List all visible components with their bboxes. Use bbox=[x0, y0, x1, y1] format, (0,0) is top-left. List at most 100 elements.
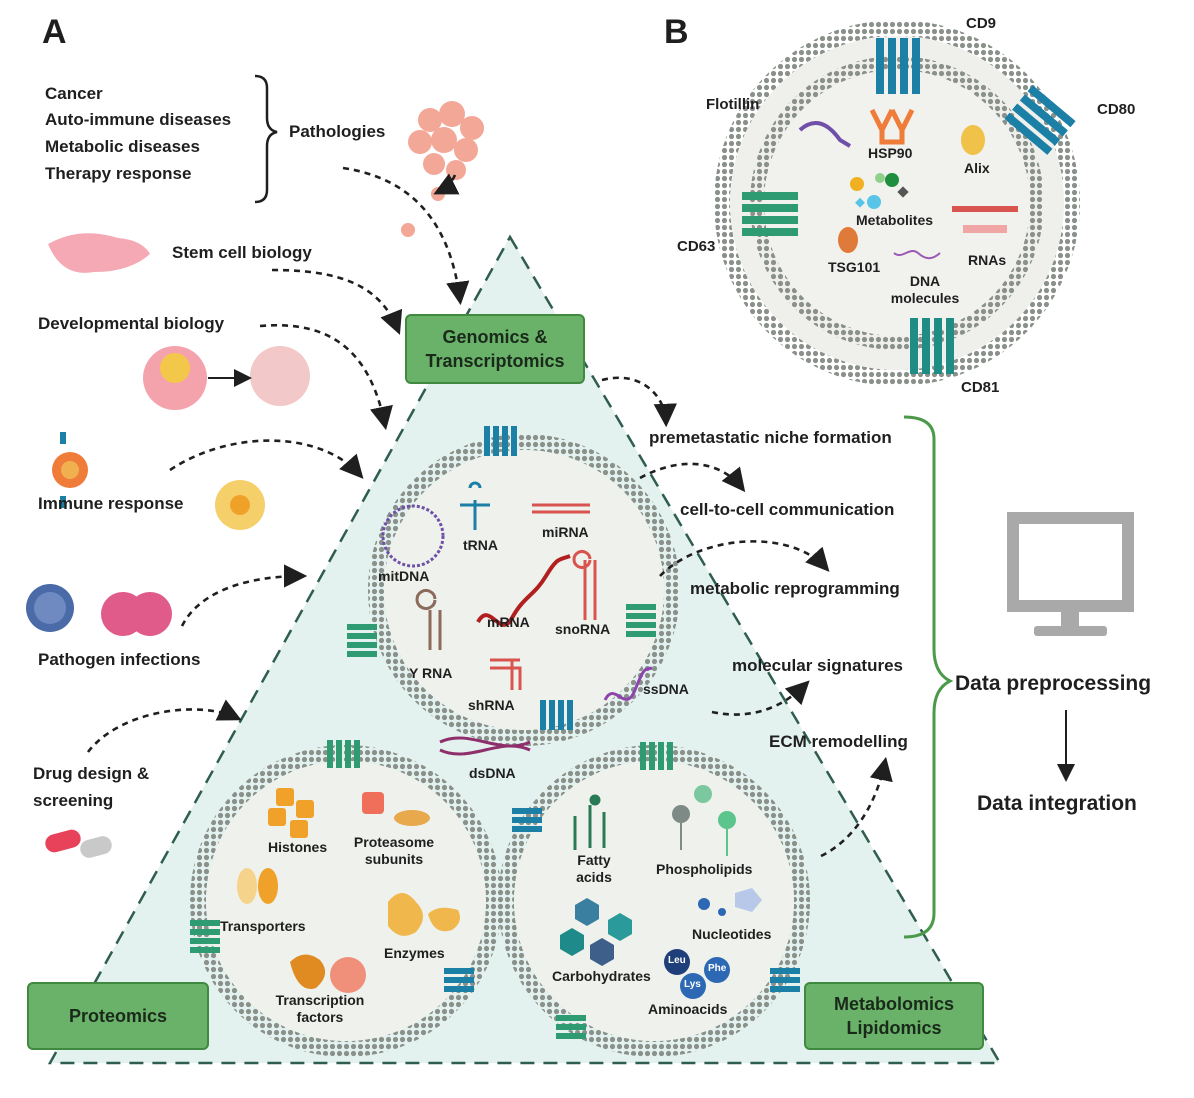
arrow-pathogen bbox=[180, 564, 308, 627]
transcription-factors-label: Transcription factors bbox=[268, 992, 372, 1026]
mitdna-label: mitDNA bbox=[378, 568, 430, 584]
arrow-tumor-metastasis bbox=[433, 173, 460, 195]
carbohydrates-label: Carbohydrates bbox=[552, 968, 651, 984]
dna-molecules-label: DNA molecules bbox=[890, 273, 960, 307]
cargo-b-icons bbox=[798, 108, 1018, 260]
outcome-communication: cell-to-cell communication bbox=[680, 500, 895, 519]
rnas-label: RNAs bbox=[968, 252, 1007, 268]
enzymes-icon bbox=[388, 893, 460, 936]
metabolomics-box: Metabolomics Lipidomics bbox=[804, 982, 984, 1050]
histones-label: Histones bbox=[268, 839, 328, 855]
lys-label: Lys bbox=[684, 979, 701, 990]
tumor-cells-icon bbox=[401, 101, 484, 237]
dendritic-cell-icon bbox=[215, 480, 265, 530]
arrow-drug bbox=[86, 699, 242, 753]
aminoacids-label: Aminoacids bbox=[648, 1001, 728, 1017]
protein-icons bbox=[237, 788, 460, 993]
vesicle-b bbox=[714, 20, 1080, 386]
dna-label-line2: molecules bbox=[890, 289, 960, 306]
arrow-premetastatic bbox=[601, 376, 678, 428]
pathogen-label: Pathogen infections bbox=[38, 650, 201, 669]
pathology-item: Cancer bbox=[45, 84, 103, 103]
bacteria-icon bbox=[101, 592, 172, 636]
fatty-acids-label: Fatty acids bbox=[568, 852, 620, 886]
embryo-icon bbox=[143, 346, 310, 410]
immune-label: Immune response bbox=[38, 494, 184, 513]
proteasome-icon bbox=[362, 792, 430, 826]
proteasome-label: Proteasome subunits bbox=[352, 834, 436, 868]
pathology-item: Metabolic diseases bbox=[45, 137, 200, 156]
arrow-stem-cell bbox=[271, 268, 403, 335]
fatty-label-line1: Fatty bbox=[577, 852, 611, 868]
tsg101-label: TSG101 bbox=[828, 259, 881, 275]
mrna-label: mRNA bbox=[487, 614, 530, 630]
ssdna-label: ssDNA bbox=[643, 681, 689, 697]
proteasome-label-line2: subunits bbox=[364, 850, 424, 867]
cd9-label: CD9 bbox=[966, 15, 997, 32]
flotillin-label: Flotillin bbox=[706, 96, 760, 113]
rnas-icon bbox=[952, 206, 1018, 233]
arrow-signatures bbox=[711, 680, 810, 716]
flotillin-icon bbox=[798, 120, 852, 148]
alix-label: Alix bbox=[964, 160, 990, 176]
pathology-item: Auto-immune diseases bbox=[45, 110, 232, 129]
metabolite-icons bbox=[560, 785, 762, 999]
panel-label-b: B bbox=[664, 13, 689, 51]
outcome-ecm: ECM remodelling bbox=[769, 732, 908, 751]
developmental-label: Developmental biology bbox=[38, 314, 225, 333]
computer-icon bbox=[1007, 512, 1134, 636]
fatty-acids-icon bbox=[573, 794, 606, 850]
data-preprocessing-label: Data preprocessing bbox=[955, 672, 1152, 695]
shrna-icon bbox=[490, 658, 522, 690]
dna-molecules-icon bbox=[893, 250, 941, 260]
phe-label: Phe bbox=[708, 963, 727, 974]
tetraspanin-icon bbox=[190, 38, 1076, 1039]
snorna-label: snoRNA bbox=[555, 621, 611, 637]
arrow-metabolic bbox=[659, 540, 830, 577]
arrow-communication bbox=[639, 462, 746, 493]
pathologies-brace bbox=[254, 74, 278, 204]
pills-icon bbox=[45, 829, 112, 858]
tsg101-icon bbox=[838, 227, 858, 253]
genomics-box: Genomics & Transcriptomics bbox=[405, 314, 585, 384]
snorna-icon bbox=[572, 550, 597, 620]
proteasome-label-line1: Proteasome bbox=[353, 834, 435, 850]
immune-cell-icon bbox=[52, 432, 88, 508]
arrow-developmental bbox=[259, 323, 393, 431]
nucleotides-icon bbox=[698, 888, 762, 916]
dsdna-icon bbox=[439, 736, 531, 756]
nucleotides-label: Nucleotides bbox=[692, 926, 772, 942]
metabolomics-label-line2: Lipidomics bbox=[846, 1018, 942, 1038]
arrow-immune bbox=[169, 439, 364, 479]
arrow-ecm bbox=[820, 756, 893, 858]
drug-label-line1: Drug design & bbox=[33, 764, 150, 783]
mirna-icon bbox=[532, 503, 590, 514]
flow-arrows bbox=[86, 166, 893, 858]
alix-icon bbox=[961, 125, 985, 155]
shrna-label: shRNA bbox=[468, 697, 515, 713]
ssdna-icon bbox=[603, 666, 653, 701]
yrna-label: Y RNA bbox=[409, 665, 453, 681]
metabolites-label: Metabolites bbox=[856, 212, 934, 228]
dsdna-label: dsDNA bbox=[469, 765, 516, 781]
panel-label-a: A bbox=[42, 13, 67, 51]
mrna-icon bbox=[476, 554, 571, 627]
outcome-premetastatic: premetastatic niche formation bbox=[649, 428, 892, 447]
arrow-pathologies bbox=[342, 166, 470, 306]
trna-icon bbox=[460, 481, 490, 530]
tf-label-line2: factors bbox=[296, 1008, 344, 1025]
fatty-label-line2: acids bbox=[576, 868, 612, 885]
metabolites-icon bbox=[850, 173, 909, 209]
cd81-label: CD81 bbox=[961, 379, 1000, 396]
cd63-label: CD63 bbox=[677, 238, 716, 255]
transporters-label: Transporters bbox=[220, 918, 306, 934]
trna-label: tRNA bbox=[463, 537, 498, 553]
application-icons bbox=[26, 101, 484, 858]
data-integration-label: Data integration bbox=[977, 792, 1137, 815]
tf-label-line1: Transcription bbox=[275, 992, 365, 1008]
outcome-metabolic: metabolic reprogramming bbox=[690, 579, 900, 598]
proteomics-label: Proteomics bbox=[68, 1005, 168, 1026]
outcome-signatures: molecular signatures bbox=[732, 656, 904, 675]
